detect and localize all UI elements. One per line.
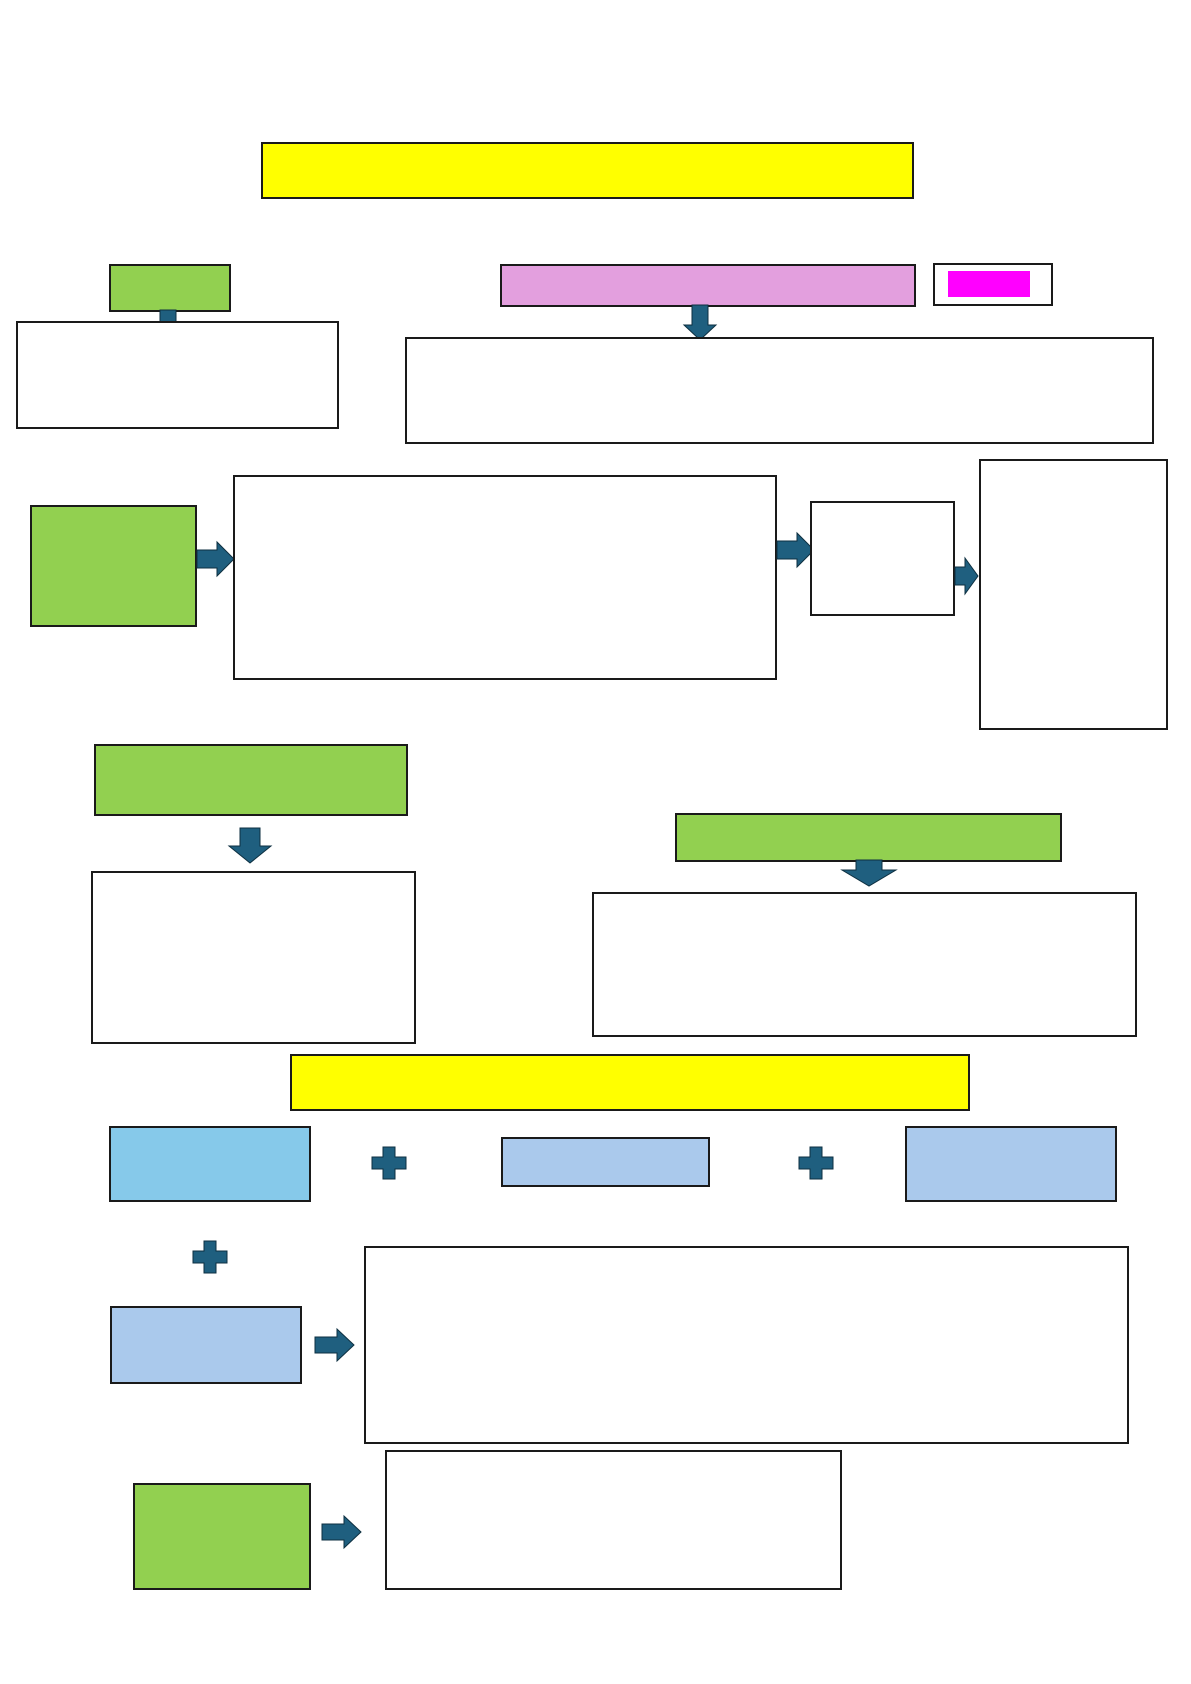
label-box-5 xyxy=(675,813,1062,862)
plus-icon xyxy=(371,1146,407,1180)
label-box-3 xyxy=(30,505,197,627)
component-box-1 xyxy=(109,1126,311,1202)
label-box-4 xyxy=(94,744,408,816)
text-box-4 xyxy=(810,501,955,616)
text-box-6 xyxy=(91,871,416,1044)
tag-highlight xyxy=(948,271,1030,297)
title-banner-middle xyxy=(290,1054,970,1111)
block-arrow-icon xyxy=(196,540,235,578)
block-arrow-icon xyxy=(682,304,718,341)
block-arrow-icon xyxy=(314,1327,355,1363)
plus-icon xyxy=(192,1240,228,1274)
component-box-2 xyxy=(501,1137,710,1187)
text-box-1 xyxy=(16,321,339,429)
text-box-3 xyxy=(233,475,777,680)
component-box-3 xyxy=(905,1126,1117,1202)
block-arrow-icon xyxy=(227,827,273,864)
label-box-1 xyxy=(109,264,231,312)
block-arrow-icon xyxy=(954,556,979,596)
text-box-2 xyxy=(405,337,1154,444)
label-box-6 xyxy=(133,1483,311,1590)
text-box-9 xyxy=(385,1450,842,1590)
component-box-4 xyxy=(110,1306,302,1384)
block-arrow-icon xyxy=(321,1514,362,1550)
title-banner-top-text xyxy=(263,144,912,156)
text-box-5 xyxy=(979,459,1168,730)
label-box-2 xyxy=(500,264,916,307)
text-box-7 xyxy=(592,892,1137,1037)
block-arrow-icon xyxy=(776,531,815,569)
text-box-8 xyxy=(364,1246,1129,1444)
plus-icon xyxy=(798,1146,834,1180)
title-banner-middle-text xyxy=(292,1056,968,1068)
block-arrow-icon xyxy=(840,859,898,887)
title-banner-top xyxy=(261,142,914,199)
